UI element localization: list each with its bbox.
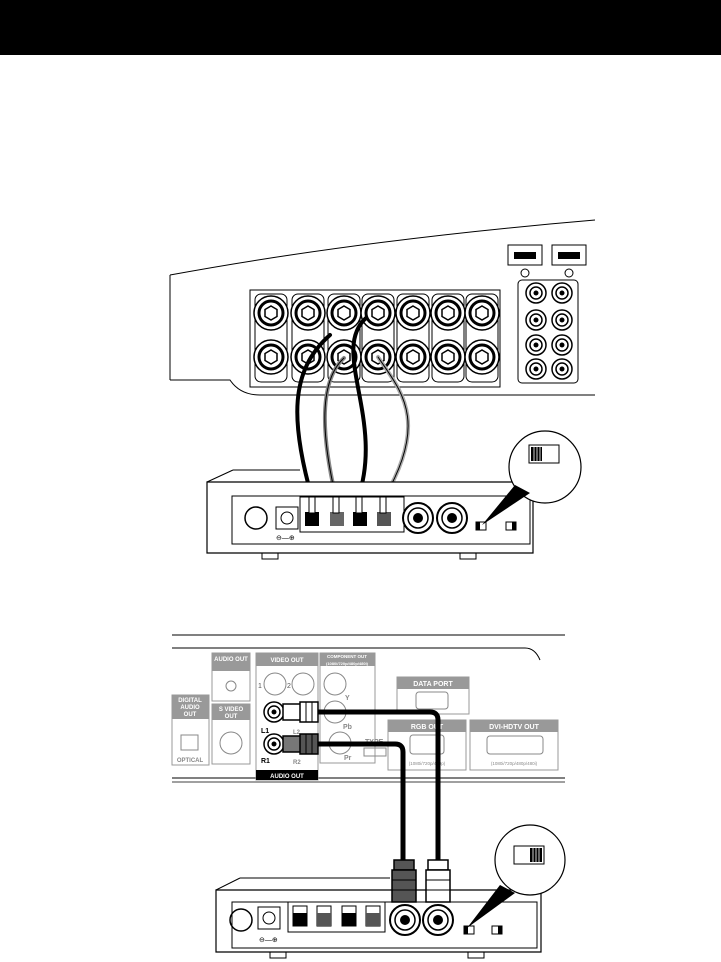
- component-out-formats: (1080i/720p/480p/480i): [326, 661, 369, 666]
- dvi-formats: (1080i/720p/480p/480i): [491, 761, 538, 766]
- component-y: Y: [345, 695, 350, 702]
- s-video-out-label-2: OUT: [225, 714, 238, 720]
- video-out-label: VIDEO OUT: [270, 658, 303, 664]
- s-video-out-label-1: S VIDEO: [219, 707, 244, 713]
- r2-label: R2: [293, 760, 301, 766]
- svg-text:⊖—⊕: ⊖—⊕: [276, 535, 295, 542]
- speaker-terminals: [254, 294, 499, 382]
- component-pb: Pb: [343, 724, 352, 731]
- optical-label: OPTICAL: [177, 758, 204, 764]
- digital-audio-out-label-3: OUT: [184, 712, 197, 718]
- component-out-label: COMPONENT OUT: [327, 654, 367, 659]
- audio-out-label: AUDIO OUT: [214, 657, 248, 663]
- video-out-2: 2: [287, 683, 291, 690]
- audio-out-bottom-label: AUDIO OUT: [270, 774, 304, 780]
- player-rear-panel: AUDIO OUT S VIDEO OUT DIGITAL AUDIO OUT …: [172, 635, 565, 782]
- receiver-io-jacks: [508, 245, 586, 383]
- digital-audio-out-label-1: DIGITAL: [178, 698, 202, 704]
- data-port-label: DATA PORT: [413, 681, 453, 688]
- dvi-hdtv-out-label: DVI-HDTV OUT: [489, 724, 540, 731]
- component-pr: Pr: [344, 755, 352, 762]
- l1-label: L1: [261, 728, 269, 735]
- r1-label: R1: [261, 758, 270, 765]
- subwoofer-unit-upper: ⊖—⊕: [207, 431, 581, 559]
- subwoofer-unit-lower: ⊖—⊕: [216, 825, 565, 958]
- video-out-1: 1: [258, 683, 262, 690]
- receiver-rear-panel: [170, 220, 595, 395]
- svg-text:⊖—⊕: ⊖—⊕: [259, 937, 278, 944]
- digital-audio-out-label-2: AUDIO: [180, 705, 200, 711]
